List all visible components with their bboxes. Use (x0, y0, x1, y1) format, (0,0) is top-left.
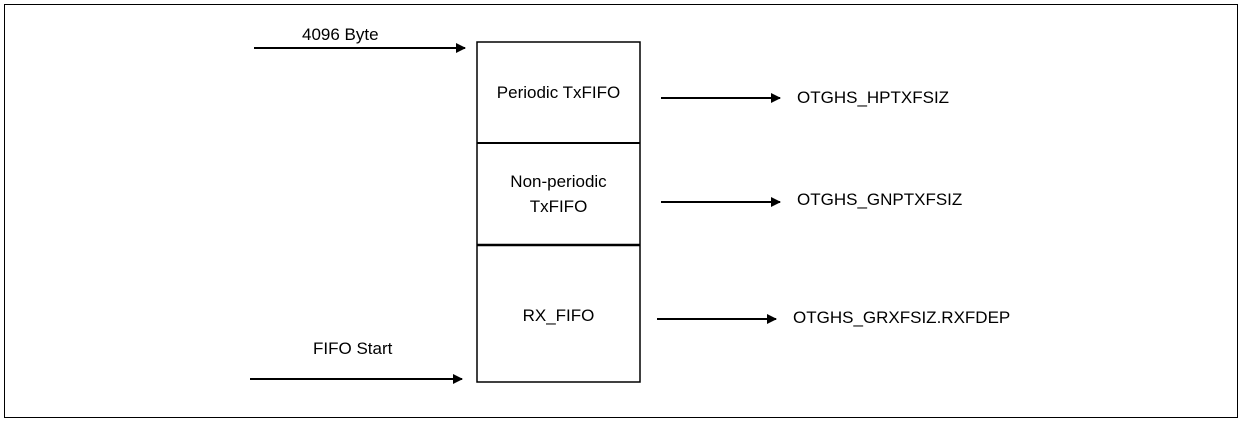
block-nonperiodic-txfifo: Non-periodic TxFIFO (510, 172, 607, 216)
top-label: 4096 Byte (302, 25, 379, 44)
block-periodic-txfifo: Periodic TxFIFO (496, 83, 621, 102)
fifo-stack (476, 41, 641, 383)
start-label: FIFO Start (313, 339, 393, 358)
register-label-nonperiodic: OTGHS_GNPTXFSIZ (797, 190, 963, 209)
block-rx-fifo: RX_FIFO (522, 305, 595, 325)
diagram-frame (4, 4, 1238, 418)
register-label-rx: OTGHS_GRXFSIZ.RXFDEP (793, 308, 1011, 327)
register-label-periodic: OTGHS_HPTXFSIZ (797, 88, 950, 107)
